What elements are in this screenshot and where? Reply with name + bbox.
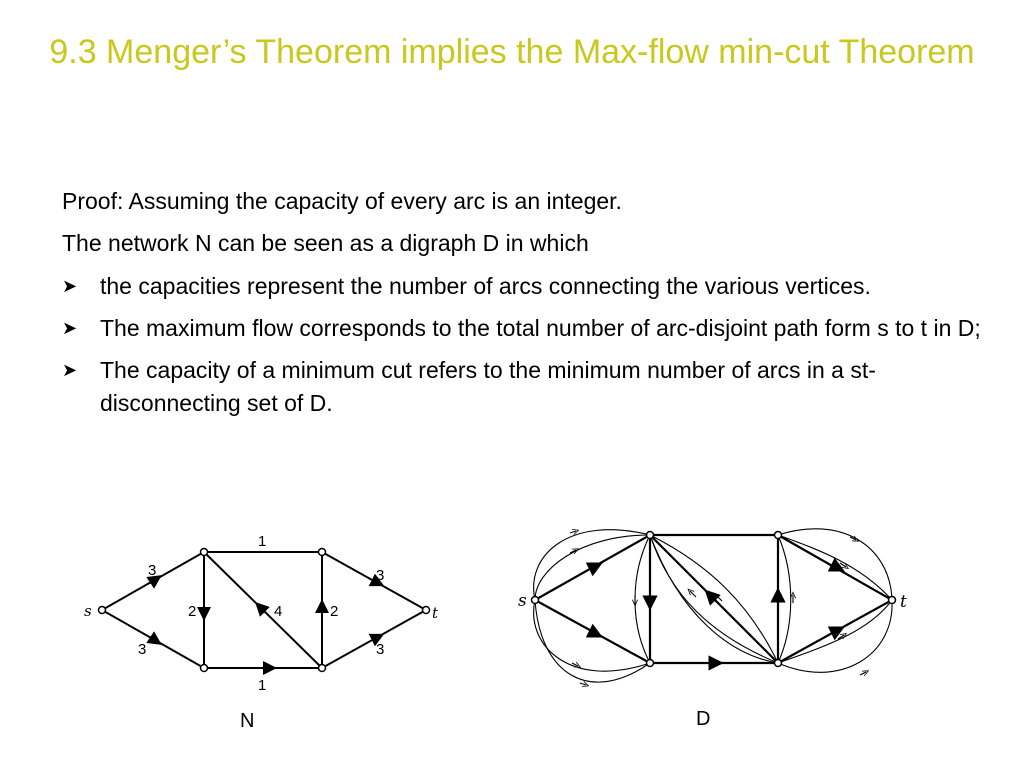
node-t-label: t xyxy=(900,592,907,612)
network-line: The network N can be seen as a digraph D… xyxy=(62,230,589,256)
node-d xyxy=(317,663,327,673)
node-b xyxy=(199,663,209,673)
capacity-label: 3 xyxy=(138,641,146,658)
proof-line: Proof: Assuming the capacity of every ar… xyxy=(62,188,622,214)
capacity-label: 2 xyxy=(188,603,196,620)
node-t-label: t xyxy=(432,604,439,622)
capacity-label: 3 xyxy=(376,641,384,658)
node-s-label: s xyxy=(518,591,527,611)
arrowhead-bullet-icon: ➤ xyxy=(62,360,78,380)
arrowhead-bullet-icon: ➤ xyxy=(62,318,78,338)
capacity-label: 3 xyxy=(148,562,156,579)
bullet-item: ➤ The capacity of a minimum cut refers t… xyxy=(62,354,982,420)
slide-body: Proof: Assuming the capacity of every ar… xyxy=(62,186,982,429)
parallel-arc xyxy=(649,534,779,664)
slide-title: 9.3 Menger’s Theorem implies the Max-flo… xyxy=(49,33,975,71)
parallel-arc xyxy=(777,599,893,673)
bullet-item: ➤ The maximum flow corresponds to the to… xyxy=(62,312,982,345)
parallel-arc xyxy=(534,599,651,683)
parallel-arc xyxy=(777,534,893,601)
capacity-label: 1 xyxy=(258,677,266,694)
digraph-d-figure: s t xyxy=(518,528,907,705)
parallel-arc xyxy=(533,599,651,672)
node xyxy=(645,530,655,540)
node-t xyxy=(887,595,897,605)
parallel-arc xyxy=(534,534,651,601)
arrowhead-bullet-icon: ➤ xyxy=(62,276,78,296)
node-s xyxy=(530,595,540,605)
node xyxy=(645,658,655,668)
parallel-arc xyxy=(533,529,651,601)
node-t xyxy=(421,605,431,615)
capacity-label: 1 xyxy=(258,533,266,550)
parallel-arc xyxy=(634,534,651,664)
bullet-text: the capacities represent the number of a… xyxy=(100,273,871,299)
capacity-label: 4 xyxy=(274,603,282,620)
bullet-text: The capacity of a minimum cut refers to … xyxy=(100,357,876,416)
capacity-label: 2 xyxy=(330,603,338,620)
node-a xyxy=(199,547,209,557)
node-s-label: s xyxy=(84,602,92,620)
figure-n-caption: N xyxy=(240,710,255,732)
bullet-item: ➤ the capacities represent the number of… xyxy=(62,270,982,303)
figure-d-caption: D xyxy=(696,708,711,730)
node xyxy=(773,658,783,668)
parallel-arc xyxy=(649,534,779,664)
node-c xyxy=(317,547,327,557)
parallel-arc xyxy=(777,534,792,664)
network-n-figure: s t 3 3 1 1 3 3 2 2 4 xyxy=(84,533,439,694)
node-s xyxy=(97,605,107,615)
node xyxy=(773,530,783,540)
capacity-label: 3 xyxy=(376,567,384,584)
bullet-text: The maximum flow corresponds to the tota… xyxy=(100,315,981,341)
